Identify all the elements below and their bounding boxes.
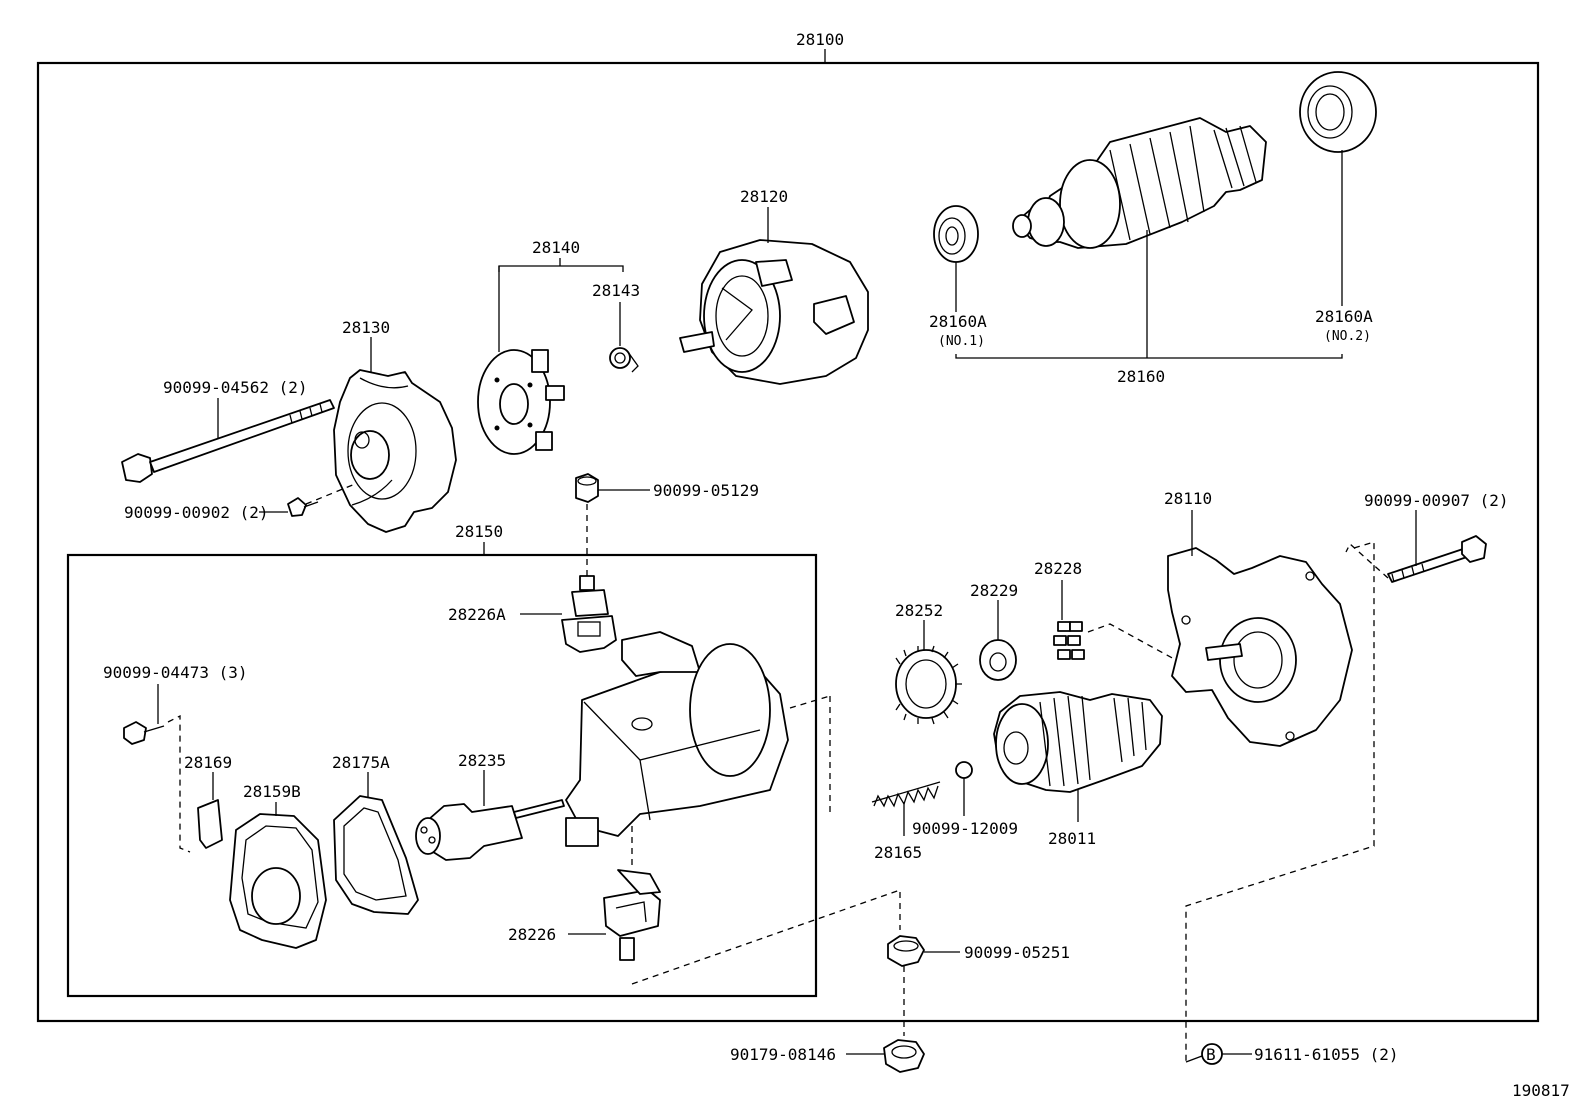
washer-90179-08146[interactable] xyxy=(883,1039,925,1073)
bolt-90099-00907[interactable] xyxy=(1387,535,1487,583)
label-28229[interactable]: 28229 xyxy=(970,581,1018,600)
label-90099-00902[interactable]: 90099-00902 (2) xyxy=(124,503,269,522)
commutator-end-frame-28130[interactable] xyxy=(333,369,457,533)
terminal-28226a[interactable] xyxy=(561,575,617,653)
label-90099-05251[interactable]: 90099-05251 xyxy=(964,943,1070,962)
gasket-28175a[interactable] xyxy=(333,795,419,915)
assembly-frame xyxy=(36,61,1540,1023)
bearing-28160a-no1[interactable] xyxy=(933,205,979,263)
label-28011[interactable]: 28011 xyxy=(1048,829,1096,848)
figure-id: 190817 xyxy=(1512,1081,1570,1099)
switch-cover-28159b[interactable] xyxy=(229,813,327,949)
armature-28160[interactable] xyxy=(1012,117,1267,249)
label-28120[interactable]: 28120 xyxy=(740,187,788,206)
brush-spring-28143[interactable] xyxy=(609,347,639,373)
label-28252[interactable]: 28252 xyxy=(895,601,943,620)
label-28175a[interactable]: 28175A xyxy=(332,753,390,772)
bearing-28160a-no2[interactable] xyxy=(1299,71,1377,153)
nut-90099-05129[interactable] xyxy=(575,473,599,503)
retainer-28229[interactable] xyxy=(979,639,1017,681)
label-28169[interactable]: 28169 xyxy=(184,753,232,772)
screw-90099-04473[interactable] xyxy=(123,721,165,745)
note-28160a-no1: (NO.1) xyxy=(938,334,985,349)
label-91611-61055[interactable]: 91611-61055 (2) xyxy=(1254,1045,1399,1064)
label-28226a[interactable]: 28226A xyxy=(448,605,506,624)
clamp-28169[interactable] xyxy=(197,799,223,849)
label-28226[interactable]: 28226 xyxy=(508,925,556,944)
label-28130[interactable]: 28130 xyxy=(342,318,390,337)
label-28165[interactable]: 28165 xyxy=(874,843,922,862)
note-28160a-no2: (NO.2) xyxy=(1324,329,1371,344)
starter-clutch-28011[interactable] xyxy=(993,691,1163,793)
label-28159b[interactable]: 28159B xyxy=(243,782,301,801)
label-90099-04562[interactable]: 90099-04562 (2) xyxy=(163,378,308,397)
idler-gear-28252[interactable] xyxy=(895,645,962,725)
marker-b: B xyxy=(1201,1043,1223,1065)
label-28110[interactable]: 28110 xyxy=(1164,489,1212,508)
label-28160a-no2[interactable]: 28160A xyxy=(1315,307,1373,326)
sub-assembly-frame xyxy=(66,553,818,998)
rollers-28228[interactable] xyxy=(1053,621,1085,660)
label-90099-00907[interactable]: 90099-00907 (2) xyxy=(1364,491,1509,510)
nut-90099-05251[interactable] xyxy=(887,935,925,967)
label-90099-05129[interactable]: 90099-05129 xyxy=(653,481,759,500)
steel-ball-90099-12009[interactable] xyxy=(955,761,973,779)
label-90099-04473[interactable]: 90099-04473 (3) xyxy=(103,663,248,682)
spring-28165[interactable] xyxy=(871,781,941,808)
plunger-28235[interactable] xyxy=(415,799,565,861)
starter-housing-28110[interactable] xyxy=(1167,547,1353,747)
brush-holder-28140[interactable] xyxy=(477,349,565,455)
label-28140[interactable]: 28140 xyxy=(532,238,580,257)
label-28143[interactable]: 28143 xyxy=(592,281,640,300)
label-90099-12009[interactable]: 90099-12009 xyxy=(912,819,1018,838)
label-90179-08146[interactable]: 90179-08146 xyxy=(730,1045,836,1064)
magnetic-switch-housing xyxy=(565,631,789,847)
label-28228[interactable]: 28228 xyxy=(1034,559,1082,578)
label-28160[interactable]: 28160 xyxy=(1117,367,1165,386)
assembly-number[interactable]: 28100 xyxy=(796,30,844,49)
screw-90099-00902[interactable] xyxy=(287,497,319,517)
sub-assembly-number[interactable]: 28150 xyxy=(455,522,503,541)
label-28160a-no1[interactable]: 28160A xyxy=(929,312,987,331)
terminal-28226[interactable] xyxy=(603,869,661,961)
marker-b-letter: B xyxy=(1206,1045,1216,1064)
through-bolt-90099-04562[interactable] xyxy=(121,399,335,483)
label-28235[interactable]: 28235 xyxy=(458,751,506,770)
yoke-28120[interactable] xyxy=(679,239,869,385)
